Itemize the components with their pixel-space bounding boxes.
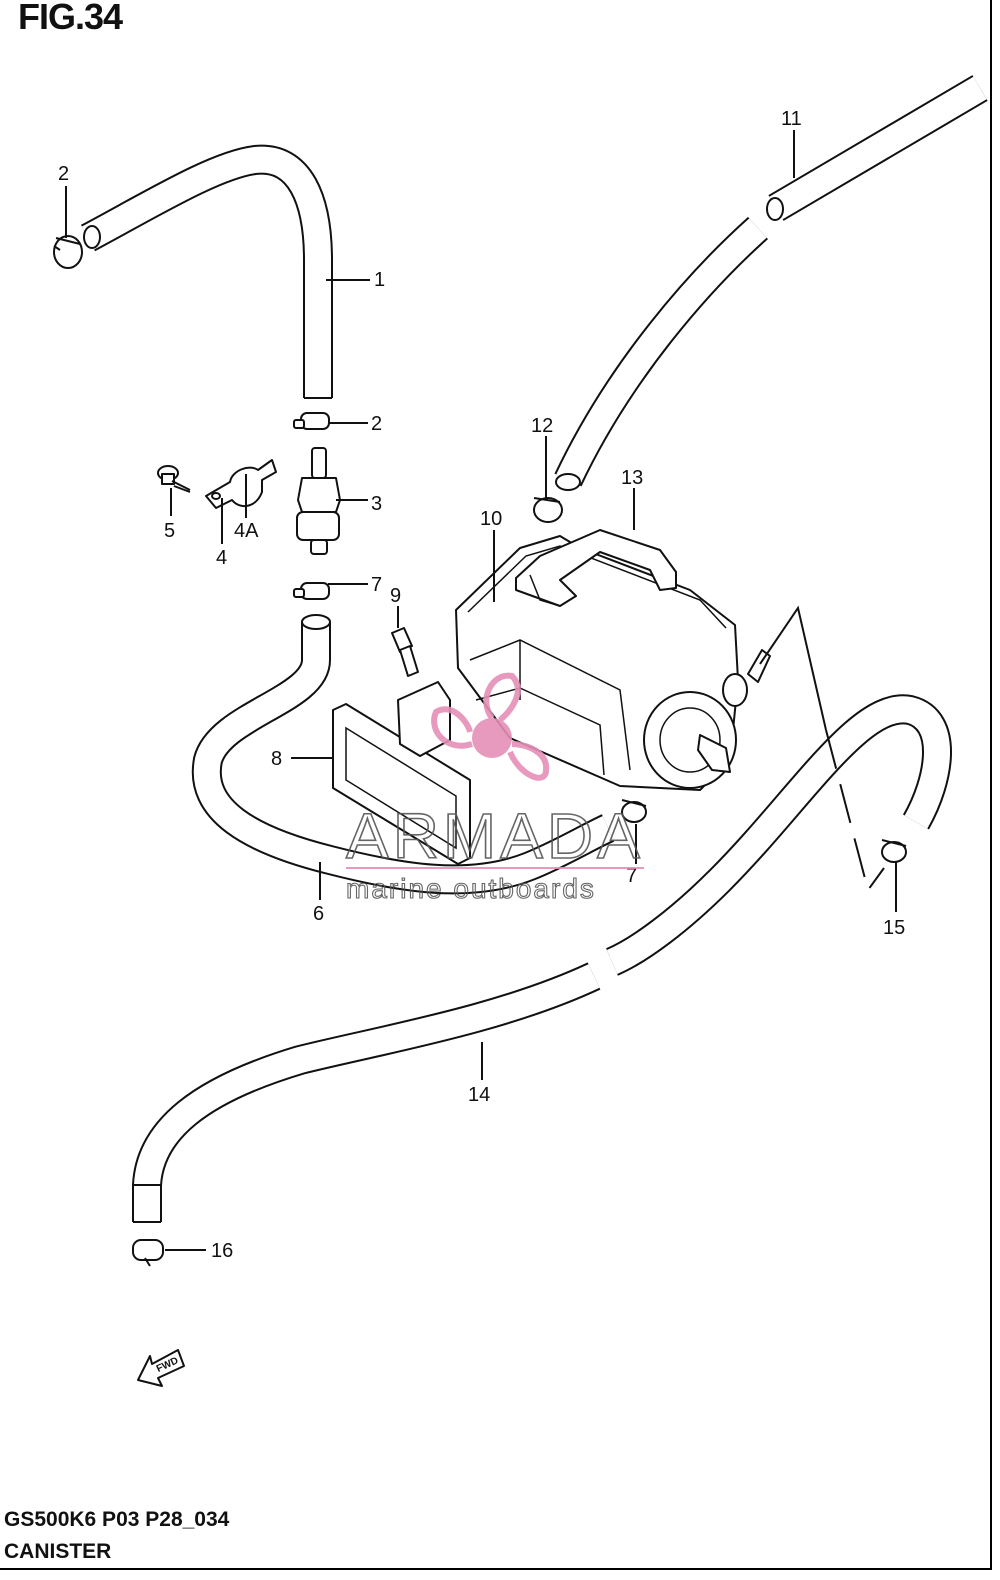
section-name: CANISTER [4, 1540, 112, 1563]
reference-line-15b [825, 729, 885, 893]
callout-15: 15 [883, 917, 905, 939]
watermark-tagline: marine outboards [346, 873, 596, 904]
clamp-15[interactable] [881, 839, 907, 863]
clamp-12[interactable] [533, 497, 563, 523]
propeller-logo-icon [431, 672, 550, 781]
hose-14[interactable] [132, 694, 952, 1223]
valve-3[interactable] [296, 447, 341, 555]
callout-7-lower: 7 [626, 865, 637, 887]
callout-6: 6 [313, 903, 324, 925]
bolt-9[interactable] [391, 627, 419, 677]
callout-4: 4 [216, 547, 227, 569]
leader-lines [65, 130, 897, 1251]
callout-2-center: 2 [371, 413, 382, 435]
callout-4a: 4A [234, 520, 259, 542]
callout-14: 14 [468, 1084, 490, 1106]
callout-9: 9 [390, 585, 401, 607]
callout-10: 10 [480, 508, 502, 530]
callout-1: 1 [374, 269, 385, 291]
bracket-4[interactable] [205, 459, 277, 509]
figure-title: FIG.34 [18, 0, 123, 37]
band-13[interactable] [515, 529, 677, 607]
fwd-arrow-icon: FWD [137, 1349, 185, 1387]
callout-7-upper: 7 [371, 574, 382, 596]
callout-5: 5 [164, 520, 175, 542]
clamp-2-left[interactable] [53, 235, 83, 269]
model-code: GS500K6 P03 P28_034 [4, 1508, 230, 1531]
clamp-7-upper[interactable] [293, 582, 330, 600]
hose-11[interactable] [554, 75, 988, 491]
callout-13: 13 [621, 467, 643, 489]
callout-8: 8 [271, 748, 282, 770]
callout-3: 3 [371, 493, 382, 515]
callout-2-left: 2 [58, 163, 69, 185]
reference-line-15 [759, 605, 827, 731]
callout-11: 11 [781, 108, 802, 130]
watermark: ARMADA marine outboards [345, 672, 644, 905]
callout-12: 12 [531, 415, 553, 437]
clamp-7-lower[interactable] [621, 799, 647, 823]
bolt-5[interactable] [157, 465, 191, 493]
watermark-brand: ARMADA [346, 800, 644, 872]
hose-1[interactable] [80, 144, 333, 399]
callout-16: 16 [211, 1240, 233, 1262]
hose-6[interactable] [191, 614, 615, 895]
clamp-2-center[interactable] [293, 412, 330, 430]
clamp-16[interactable] [132, 1239, 164, 1267]
